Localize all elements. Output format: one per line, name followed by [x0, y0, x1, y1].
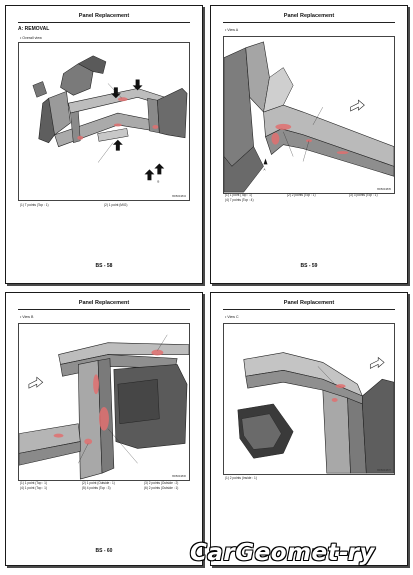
view-caption: • Overall view	[20, 36, 42, 40]
manual-page-4: Panel Replacement • View C BFB004837 (1)…	[210, 292, 408, 566]
direction-arrow	[110, 87, 121, 99]
direction-arrow	[369, 356, 385, 369]
manual-page-1: Panel Replacement A: REMOVAL • Overall v…	[5, 5, 203, 284]
watermark-text-hyphen: -	[339, 540, 348, 566]
direction-arrow	[144, 169, 155, 181]
figure-illustration: B	[32, 55, 188, 183]
direction-arrow	[28, 376, 44, 389]
figure-illustration	[237, 352, 394, 474]
figure-code: BFB004835	[377, 188, 391, 191]
page-number: BS - 58	[95, 263, 113, 269]
legend-item: (2) 1 point (MIG)	[104, 203, 128, 207]
title-divider	[223, 309, 395, 310]
legend-item: (5) 4 points (Top : 3)	[82, 486, 111, 490]
figure-code: BFB004836	[172, 475, 186, 478]
figure-illustration	[19, 334, 189, 480]
legend-item: (6) 2 points (Outside : 1)	[144, 486, 179, 490]
legend-item: (3) 3 points (Top : 1)	[349, 193, 378, 197]
page-number: BS - 60	[95, 548, 113, 554]
watermark-text-main: CarGeomet	[190, 540, 340, 566]
page-number: BS - 59	[300, 263, 318, 269]
page-title: Panel Replacement	[78, 300, 130, 306]
legend-item: (2) 2 points (Top : 1)	[287, 193, 316, 197]
page-title: Panel Replacement	[78, 13, 130, 19]
watermark-logo: CarGeomet-ry	[190, 540, 375, 566]
title-divider	[18, 22, 190, 23]
legend-item: (2) 1 point (Outside : 1)	[82, 481, 115, 485]
figure-overall-view: B BFB004834	[18, 42, 190, 201]
direction-arrow	[263, 158, 268, 165]
legend-item: (4) 7 points (Top : 4)	[225, 198, 254, 202]
view-caption: • View B	[20, 315, 34, 319]
figure-code: BFB004837	[377, 469, 391, 472]
page-number: BS - 61	[300, 548, 318, 554]
arrow-label: A	[264, 167, 266, 171]
figure-view-b: BFB004836	[18, 323, 190, 481]
title-divider	[18, 309, 190, 310]
legend-item: (1) 1 point (Top : 1)	[20, 481, 47, 485]
direction-arrow	[112, 139, 123, 151]
figure-view-c: BFB004837	[223, 323, 395, 475]
section-heading: A: REMOVAL	[18, 26, 50, 32]
legend-item: (1) T points (Top : 1)	[20, 203, 49, 207]
legend-item: (1) 2 points (Inside : 1)	[225, 476, 257, 480]
arrow-label: B	[157, 179, 159, 183]
legend-item: (1) 1 point (Top : 1)	[225, 193, 252, 197]
page-title: Panel Replacement	[283, 300, 335, 306]
direction-arrow	[350, 99, 365, 112]
manual-page-3: Panel Replacement • View B	[5, 292, 203, 566]
view-caption: • View A	[225, 28, 239, 32]
title-divider	[223, 22, 395, 23]
view-caption: • View C	[225, 315, 239, 319]
figure-code: BFB004834	[172, 195, 186, 198]
page-title: Panel Replacement	[283, 13, 335, 19]
figure-view-a: A BFB004835	[223, 36, 395, 194]
direction-arrow	[154, 163, 165, 175]
legend-item: (3) 2 points (Outside : 2)	[144, 481, 179, 485]
legend-item: (4) 1 point (Top : 1)	[20, 486, 47, 490]
direction-arrow	[132, 79, 143, 91]
watermark-text-end: ry	[347, 540, 375, 566]
figure-illustration: A	[224, 41, 394, 193]
manual-page-2: Panel Replacement • View A A	[210, 5, 408, 284]
